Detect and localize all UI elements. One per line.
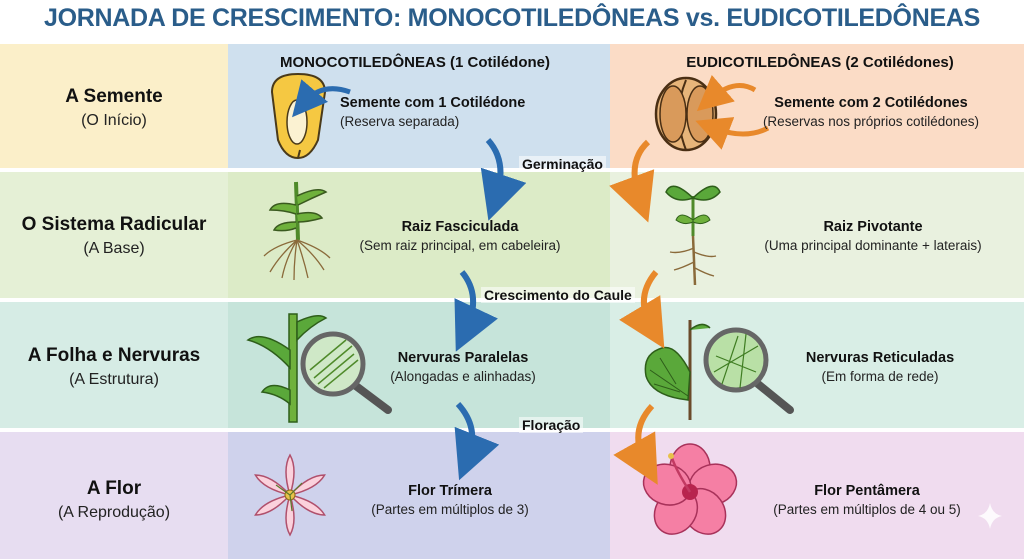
- description-subtitle: (Reserva separada): [340, 114, 460, 129]
- eudi-stage-arrow-1: [609, 139, 655, 223]
- row-title: O Sistema Radicular: [21, 214, 207, 235]
- mono-root-description: Raiz Fasciculada (Sem raiz principal, em…: [336, 219, 584, 253]
- stage-label-germination: Germinação: [519, 156, 606, 172]
- row-title: A Folha e Nervuras: [27, 345, 201, 366]
- mono-column-tint-root: [228, 172, 610, 298]
- row-label-leaf: A Folha e Nervuras (A Estrutura): [0, 345, 228, 389]
- description-subtitle: (Reservas nos próprios cotilédones): [762, 114, 980, 129]
- description-title: Raiz Pivotante: [823, 219, 923, 235]
- taproot-seedling-icon: [665, 185, 721, 286]
- eudi-root-description: Raiz Pivotante (Uma principal dominante …: [738, 219, 1008, 253]
- eudi-seed-description: Semente com 2 Cotilédones (Reservas nos …: [740, 95, 1002, 129]
- row-subtitle: (A Reprodução): [57, 504, 171, 521]
- eudi-flower-description: Flor Pentâmera (Partes em múltiplos de 4…: [752, 483, 982, 517]
- row-label-root: O Sistema Radicular (A Base): [0, 214, 228, 258]
- eudi-seed-pointer-arrow-1: [696, 74, 757, 112]
- row-label-flower: A Flor (A Reprodução): [0, 478, 228, 522]
- row-label-seed: A Semente (O Início): [0, 86, 228, 130]
- description-title: Nervuras Paralelas: [397, 350, 529, 366]
- row-subtitle: (O Início): [81, 112, 147, 129]
- description-subtitle: (Partes em múltiplos de 3): [371, 502, 529, 517]
- description-title: Raiz Fasciculada: [401, 219, 519, 235]
- magnifier-icon: [300, 331, 392, 414]
- stage-label-flowering: Floração: [519, 417, 584, 433]
- parallel-leaf-icon: [246, 313, 328, 423]
- mono-seed-description: Semente com 1 Cotilédone (Reserva separa…: [340, 95, 540, 129]
- stage-label-stem-growth: Crescimento do Caule: [481, 287, 635, 303]
- mono-stage-arrow-2: [454, 270, 498, 352]
- description-subtitle: (Sem raiz principal, em cabeleira): [359, 238, 561, 253]
- magnifier-icon: [703, 327, 794, 414]
- eudi-stage-arrow-2: [619, 270, 665, 349]
- fibrous-root-plant-icon: [263, 181, 331, 281]
- mono-stage-arrow-1: [480, 137, 527, 221]
- mono-seed-pointer-arrow: [292, 79, 351, 118]
- row-title: A Semente: [65, 86, 163, 107]
- description-subtitle: (Partes em múltiplos de 4 ou 5): [773, 502, 961, 517]
- description-title: Semente com 2 Cotilédones: [774, 95, 968, 111]
- description-subtitle: (Uma principal dominante + laterais): [764, 238, 982, 253]
- description-title: Flor Pentâmera: [814, 483, 920, 499]
- mono-leaf-description: Nervuras Paralelas (Alongadas e alinhada…: [370, 350, 556, 384]
- mono-column-header: MONOCOTILEDÔNEAS (1 Cotilédone): [280, 54, 550, 71]
- eudi-seed-pointer-arrow-2: [695, 117, 770, 150]
- description-title: Flor Trímera: [408, 483, 492, 499]
- description-subtitle: (Em forma de rede): [821, 369, 939, 384]
- page-title: JORNADA DE CRESCIMENTO: MONOCOTILEDÔNEAS…: [44, 4, 980, 32]
- hibiscus-flower-icon: [642, 443, 738, 535]
- corn-seed-icon: [270, 72, 327, 160]
- eudi-stage-arrow-3: [613, 403, 658, 485]
- mono-stage-arrow-3: [454, 401, 500, 481]
- eudi-leaf-description: Nervuras Reticuladas (Em forma de rede): [780, 350, 980, 384]
- row-subtitle: (A Estrutura): [69, 371, 159, 388]
- description-title: Nervuras Reticuladas: [805, 350, 955, 366]
- description-title: Semente com 1 Cotilédone: [340, 95, 526, 111]
- row-subtitle: (A Base): [83, 240, 145, 257]
- description-subtitle: (Alongadas e alinhadas): [390, 369, 536, 384]
- sparkle-icon: [978, 503, 1002, 529]
- reticulate-leaf-icon: [644, 320, 711, 420]
- bean-seed-icon: [654, 76, 718, 152]
- lily-flower-icon: [254, 453, 326, 537]
- mono-flower-description: Flor Trímera (Partes em múltiplos de 3): [350, 483, 550, 517]
- row-title: A Flor: [86, 478, 142, 499]
- eudi-column-header: EUDICOTILEDÔNEAS (2 Cotilédones): [686, 54, 954, 71]
